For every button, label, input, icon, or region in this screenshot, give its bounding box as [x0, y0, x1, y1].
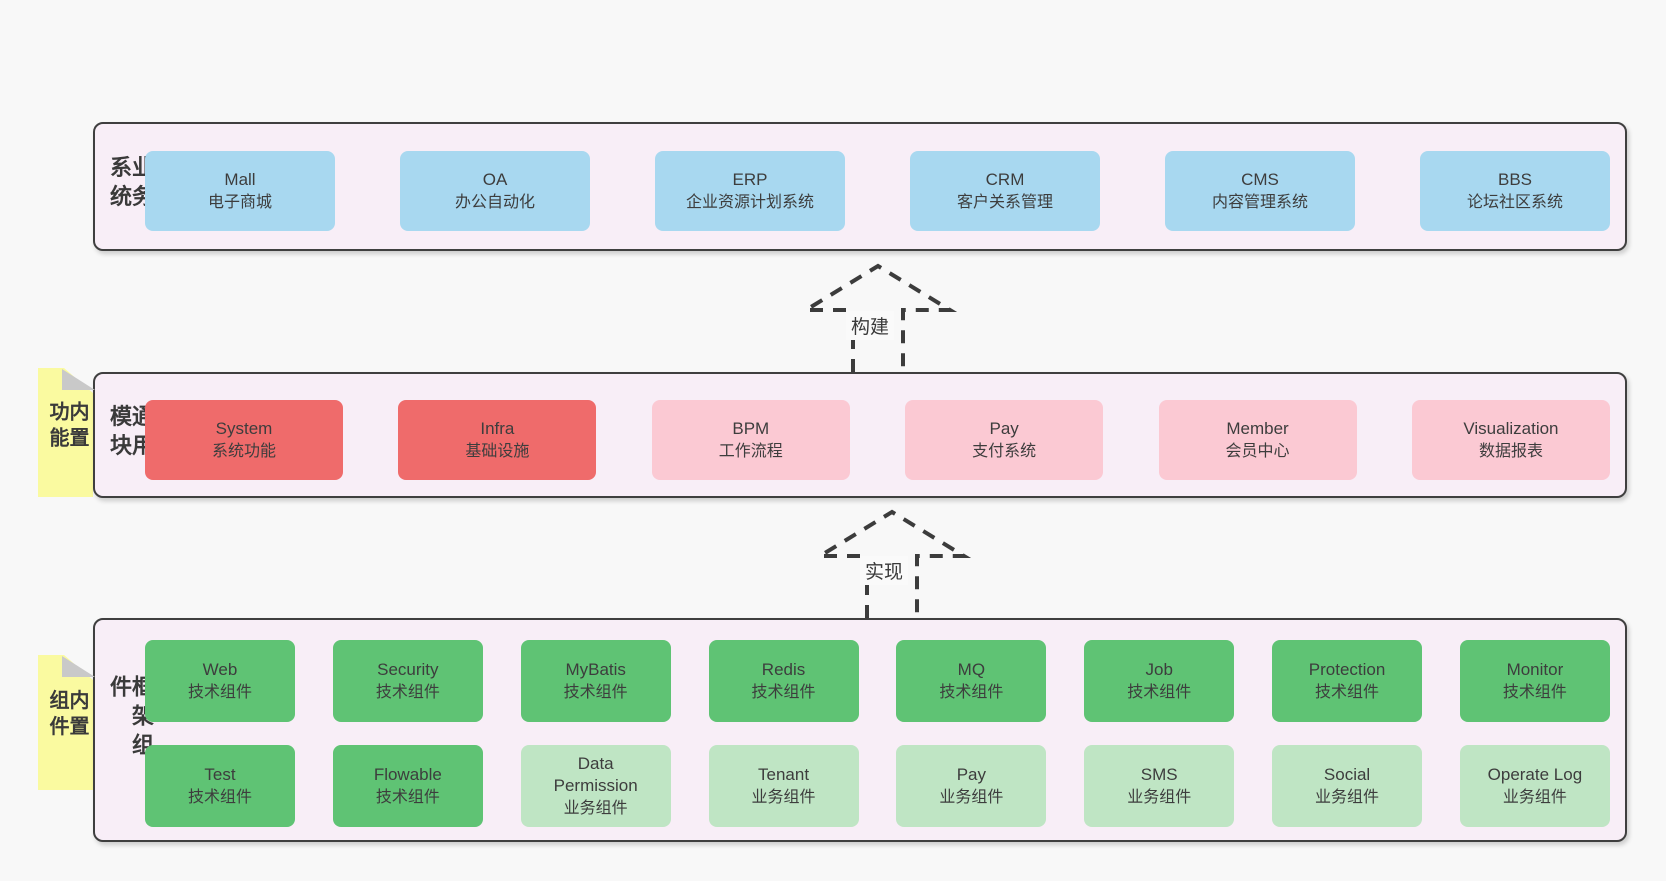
- box-title: Flowable: [373, 765, 442, 785]
- box-subtitle: 技术组件: [1315, 683, 1380, 701]
- sticky-note-label: 内置组件: [46, 688, 88, 741]
- box-subtitle: 会员中心: [1225, 442, 1290, 460]
- box-title: Monitor: [1506, 660, 1564, 680]
- box-subtitle: 技术组件: [751, 683, 816, 701]
- sticky-fold-corner-icon: [62, 656, 95, 677]
- box-sms: SMS 业务组件: [1084, 745, 1235, 827]
- box-subtitle: 技术组件: [187, 683, 252, 701]
- box-title: SMS: [1140, 765, 1178, 785]
- box-cms: CMS 内容管理系统: [1165, 151, 1355, 231]
- box-web: Web 技术组件: [145, 640, 295, 722]
- box-subtitle: 业务组件: [1315, 788, 1380, 806]
- box-subtitle: 系统功能: [211, 442, 276, 460]
- band-framework-components: 框架组件 Web 技术组件 Security 技术组件 MyBatis 技术组件…: [93, 618, 1627, 842]
- box-subtitle: 电子商城: [207, 193, 272, 211]
- box-title: OA: [482, 170, 508, 190]
- box-title: Operate Log: [1487, 765, 1583, 785]
- band-box-row: Test 技术组件 Flowable 技术组件 Data Permission …: [145, 745, 1610, 827]
- box-subtitle: 企业资源计划系统: [685, 193, 814, 211]
- box-subtitle: 数据报表: [1478, 442, 1543, 460]
- box-test: Test 技术组件: [145, 745, 295, 827]
- build-arrow-icon: [798, 263, 958, 372]
- box-subtitle: 业务组件: [1502, 788, 1567, 806]
- build-arrow-label: 构建: [846, 311, 895, 340]
- box-subtitle: 内容管理系统: [1211, 193, 1308, 211]
- box-subtitle: 技术组件: [375, 683, 440, 701]
- box-mybatis: MyBatis 技术组件: [520, 640, 671, 722]
- box-bbs: BBS 论坛社区系统: [1420, 151, 1610, 231]
- box-mall: Mall 电子商城: [145, 151, 335, 231]
- sticky-note-builtin-components: 内置组件: [38, 655, 93, 790]
- box-crm: CRM 客户关系管理: [910, 151, 1100, 231]
- box-title: Test: [204, 765, 236, 785]
- box-subtitle: 技术组件: [1127, 683, 1192, 701]
- box-title: Visualization: [1463, 419, 1559, 439]
- band-box-row: Mall 电子商城 OA 办公自动化 ERP 企业资源计划系统 CRM 客户关系…: [145, 151, 1610, 231]
- box-subtitle: 技术组件: [563, 683, 628, 701]
- box-subtitle: 基础设施: [465, 442, 530, 460]
- box-title: Data Permission: [553, 754, 638, 796]
- box-flowable: Flowable 技术组件: [332, 745, 483, 827]
- box-erp: ERP 企业资源计划系统: [655, 151, 845, 231]
- box-title: Social: [1323, 765, 1371, 785]
- box-system: System 系统功能: [145, 400, 343, 480]
- box-title: System: [215, 419, 273, 439]
- box-oa: OA 办公自动化: [400, 151, 590, 231]
- box-title: CMS: [1241, 170, 1279, 190]
- sticky-note-label: 内置功能: [46, 400, 88, 453]
- box-subtitle: 工作流程: [718, 442, 783, 460]
- box-subtitle: 业务组件: [751, 788, 816, 806]
- box-title: Pay: [989, 419, 1019, 439]
- box-pay-component: Pay 业务组件: [896, 745, 1047, 827]
- box-subtitle: 业务组件: [563, 799, 628, 817]
- box-subtitle: 客户关系管理: [956, 193, 1053, 211]
- box-title: Job: [1145, 660, 1173, 680]
- box-security: Security 技术组件: [332, 640, 483, 722]
- box-redis: Redis 技术组件: [708, 640, 859, 722]
- box-subtitle: 业务组件: [1127, 788, 1192, 806]
- box-title: Member: [1226, 419, 1289, 439]
- box-tenant: Tenant 业务组件: [708, 745, 859, 827]
- band-box-row: Web 技术组件 Security 技术组件 MyBatis 技术组件 Redi…: [145, 640, 1610, 722]
- box-data-permission: Data Permission 业务组件: [520, 745, 671, 827]
- box-operate-log: Operate Log 业务组件: [1459, 745, 1610, 827]
- box-title: Web: [202, 660, 238, 680]
- box-title: Tenant: [758, 765, 810, 785]
- box-subtitle: 技术组件: [1502, 683, 1567, 701]
- band-box-row: System 系统功能 Infra 基础设施 BPM 工作流程 Pay 支付系统…: [145, 400, 1610, 480]
- box-member: Member 会员中心: [1158, 400, 1357, 480]
- box-monitor: Monitor 技术组件: [1459, 640, 1610, 722]
- band-business-systems: 业务系统 Mall 电子商城 OA 办公自动化 ERP 企业资源计划系统 CRM…: [93, 122, 1627, 251]
- box-subtitle: 技术组件: [187, 788, 252, 806]
- box-pay-system: Pay 支付系统: [905, 400, 1104, 480]
- box-visualization: Visualization 数据报表: [1411, 400, 1610, 480]
- box-title: Redis: [761, 660, 806, 680]
- band-common-modules: 通用模块 System 系统功能 Infra 基础设施 BPM 工作流程 Pay…: [93, 372, 1627, 498]
- box-mq: MQ 技术组件: [896, 640, 1047, 722]
- box-subtitle: 论坛社区系统: [1466, 193, 1563, 211]
- box-protection: Protection 技术组件: [1272, 640, 1423, 722]
- box-infra: Infra 基础设施: [398, 400, 597, 480]
- box-title: Infra: [480, 419, 515, 439]
- box-title: Protection: [1308, 660, 1386, 680]
- box-subtitle: 业务组件: [939, 788, 1004, 806]
- box-title: MyBatis: [565, 660, 626, 680]
- box-subtitle: 技术组件: [939, 683, 1004, 701]
- box-title: Mall: [224, 170, 256, 190]
- box-title: Pay: [956, 765, 987, 785]
- box-subtitle: 办公自动化: [454, 193, 535, 211]
- box-title: CRM: [985, 170, 1025, 190]
- box-social: Social 业务组件: [1272, 745, 1423, 827]
- box-bpm: BPM 工作流程: [651, 400, 850, 480]
- box-title: MQ: [957, 660, 986, 680]
- implement-arrow-icon: [812, 509, 972, 618]
- box-title: ERP: [732, 170, 768, 190]
- box-title: BBS: [1497, 170, 1533, 190]
- box-subtitle: 技术组件: [375, 788, 440, 806]
- box-job: Job 技术组件: [1084, 640, 1235, 722]
- implement-arrow-label: 实现: [860, 556, 909, 585]
- box-title: Security: [377, 660, 439, 680]
- box-title: BPM: [732, 419, 770, 439]
- box-subtitle: 支付系统: [972, 442, 1037, 460]
